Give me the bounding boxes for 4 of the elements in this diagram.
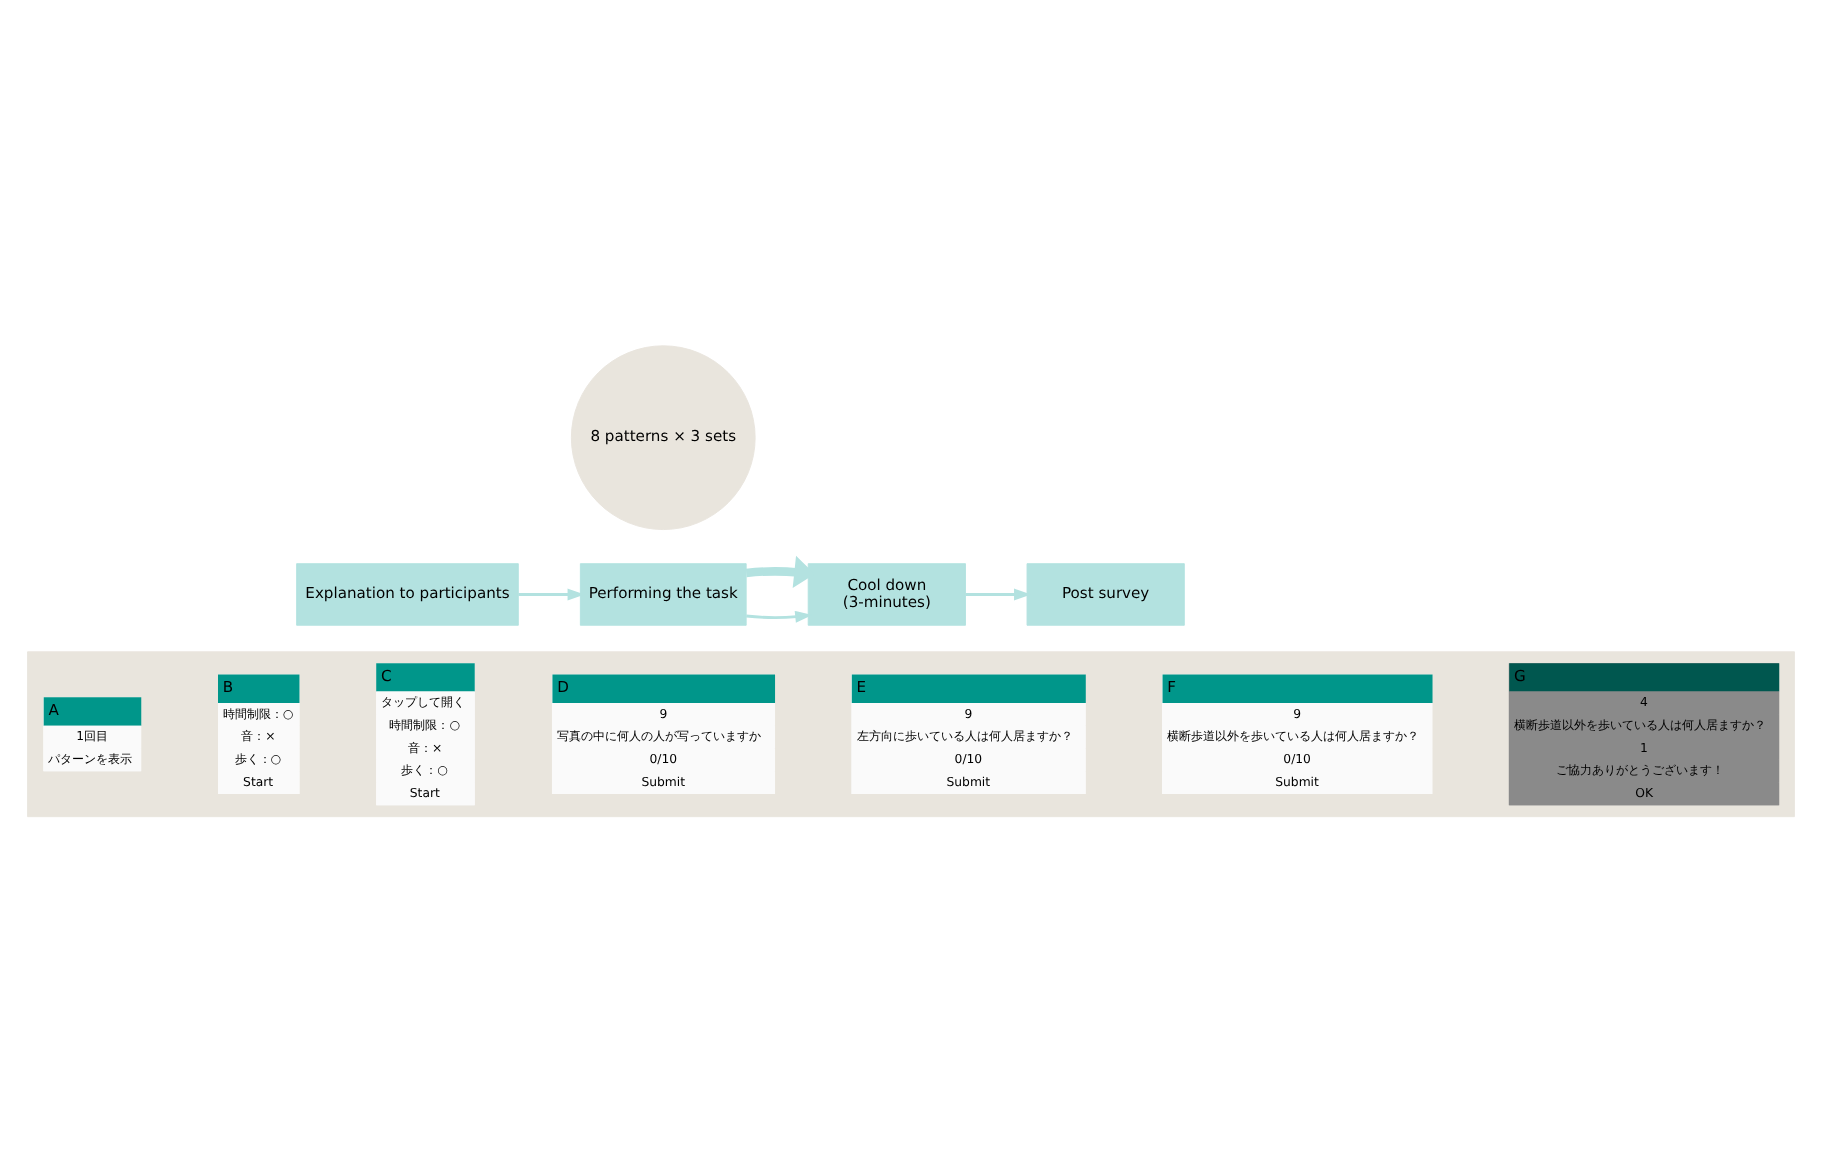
cluster xyxy=(27,651,1795,818)
arrow xyxy=(518,588,585,601)
arrow xyxy=(746,610,813,623)
arrow xyxy=(965,588,1032,601)
